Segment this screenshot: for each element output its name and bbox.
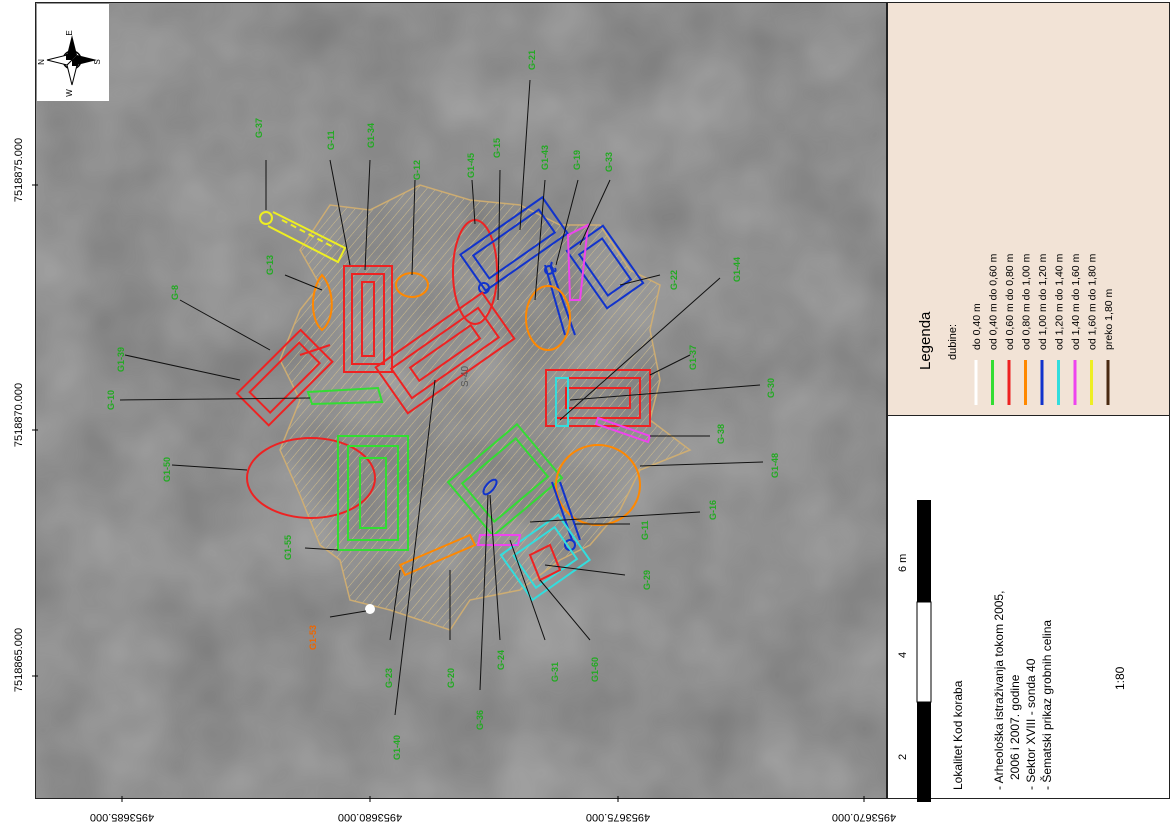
legend-panel: [887, 2, 1170, 416]
grave-g19-outline: [544, 261, 576, 336]
legend-item-label: od 0,80 m do 1,00 m: [1021, 253, 1033, 350]
info-panel: [887, 2, 1170, 799]
y-tick-label: 7518870.000: [13, 383, 25, 447]
grave-label-g24: G-24: [496, 650, 506, 670]
grave-g38-outline: [594, 416, 652, 444]
grave-g29-outline: [499, 513, 592, 602]
legend-item-label: preko 1,80 m: [1103, 288, 1115, 350]
grave-label-g36: G-36: [475, 710, 485, 730]
scale-label: 2: [897, 754, 909, 760]
info-line: - Šematski prikaz grobnih celina: [1039, 620, 1054, 790]
grave-label-g11: G-11: [326, 130, 336, 150]
y-tick-label: 7518875.000: [13, 138, 25, 202]
grave-label-g11b: G-11: [640, 520, 650, 540]
site-name: Lokalitet Kod koraba: [951, 680, 965, 790]
grave-label-g1-34: G1-34: [366, 123, 376, 148]
info-block: Lokalitet Kod koraba - Arheološka istraž…: [951, 591, 1127, 790]
grave-g16-outline: [446, 422, 564, 538]
legend-item-label: od 0,60 m do 0,80 m: [1004, 253, 1016, 350]
grave-g29b-outline: [528, 543, 562, 582]
scale-label: 6 m: [897, 554, 909, 572]
scale-label: 4: [897, 652, 909, 658]
grave-g1-43-outline: [525, 285, 571, 351]
grave-label-g1-60: G1-60: [590, 657, 600, 682]
north-arrow-icon: [37, 4, 109, 101]
grave-g23-outline: [398, 533, 477, 577]
info-line: 2006 i 2007. godine: [1008, 674, 1022, 780]
grave-g1-48-outline: [555, 444, 641, 526]
grave-label-g1-43: G1-43: [540, 145, 550, 170]
legend-item-label: od 1,40 m do 1,60 m: [1070, 253, 1082, 350]
grave-label-g8: G-8: [170, 285, 180, 300]
legend: Legenda dubine:: [917, 311, 959, 370]
grave-g37-outline: [259, 211, 347, 264]
grave-g1-55-outline: [337, 435, 409, 551]
compass-w: W: [65, 89, 74, 97]
grave-label-g38: G-38: [716, 424, 726, 444]
legend-item-label: od 1,20 m do 1,40 m: [1054, 253, 1066, 350]
scale-bar: 2 4 6 m: [897, 500, 932, 802]
map-frame: [35, 2, 887, 799]
grave-g1-34-outline: [343, 265, 393, 373]
grave-label-g19: G-19: [572, 150, 582, 170]
grave-label-g1-53: G1-53: [308, 625, 318, 650]
compass-e: E: [65, 30, 74, 35]
grave-label-g15: G-15: [492, 138, 502, 158]
grave-g33b-outline: [566, 223, 590, 301]
grave-label-g1-48: G1-48: [770, 453, 780, 478]
grave-label-g33: G-33: [604, 152, 614, 172]
grave-label-g20: G-20: [446, 668, 456, 688]
grave-label-g10: G-10: [106, 390, 116, 410]
compass-s: S: [93, 59, 102, 64]
grave-label-g1-45: G1-45: [466, 153, 476, 178]
grave-label-g1-50: G1-50: [162, 457, 172, 482]
grave-g1-50-outline: [246, 437, 376, 519]
compass-n: N: [37, 59, 46, 65]
grave-g1-37-outline: [374, 291, 516, 415]
grave-label-g30: G-30: [766, 378, 776, 398]
grave-g31-outline: [476, 534, 522, 546]
grave-label-g31: G-31: [550, 662, 560, 682]
grave-label-g1-40: G1-40: [392, 735, 402, 760]
legend-title: Legenda: [917, 311, 934, 370]
grave-g21-outline: [459, 195, 569, 294]
legend-item-label: od 1,60 m do 1,80 m: [1087, 253, 1099, 350]
x-tick-label: 4953670.000: [832, 811, 896, 823]
grave-label-g12: G-12: [412, 160, 422, 180]
tick-marks: [32, 184, 865, 802]
grave-g10-outline: [306, 386, 384, 406]
grave-label-g1-37: G1-37: [688, 345, 698, 370]
map-scale-ratio: 1:80: [1113, 666, 1127, 690]
grave-g1-53-outline: [365, 604, 375, 614]
grave-label-g16: G-16: [708, 500, 718, 520]
grave-g24-outline: [482, 478, 498, 496]
legend-subtitle: dubine:: [947, 324, 959, 360]
x-tick-label: 4953680.000: [338, 811, 402, 823]
info-line: - Arheološka istraživanja tokom 2005,: [992, 591, 1006, 790]
grave-g8-outline: [235, 328, 334, 427]
grave-label-g22: G-22: [669, 270, 679, 290]
legend-item-label: od 1,00 m do 1,20 m: [1037, 253, 1049, 350]
y-tick-label: 7518865.000: [13, 628, 25, 692]
legend-items: do 0,40 m od 0,40 m do 0,60 m od 0,60 m do…: [971, 253, 1115, 405]
grave-label-g13: G-13: [265, 255, 275, 275]
grave-label-g21: G-21: [527, 50, 537, 70]
grave-g13-outline: [312, 273, 333, 332]
grave-g30b-outline: [555, 377, 569, 427]
grave-g33-outline: [565, 224, 645, 310]
info-line: - Sektor XVIII - sonda 40: [1024, 658, 1038, 790]
grave-label-g1-55: G1-55: [283, 535, 293, 560]
grave-label-g37: G-37: [254, 118, 264, 138]
legend-item-label: od 0,40 m do 0,60 m: [988, 253, 1000, 350]
x-tick-label: 4953685.000: [90, 811, 154, 823]
grave-label-g23: G-23: [384, 668, 394, 688]
grave-label-g29: G-29: [642, 570, 652, 590]
sonda-label: S-40: [460, 365, 471, 387]
grave-label-g1-39: G1-39: [116, 347, 126, 372]
grave-label-g1-44: G1-44: [732, 257, 742, 282]
leader-lines: [119, 79, 764, 716]
x-tick-label: 4953675.000: [586, 811, 650, 823]
legend-item-label: do 0,40 m: [971, 303, 983, 350]
